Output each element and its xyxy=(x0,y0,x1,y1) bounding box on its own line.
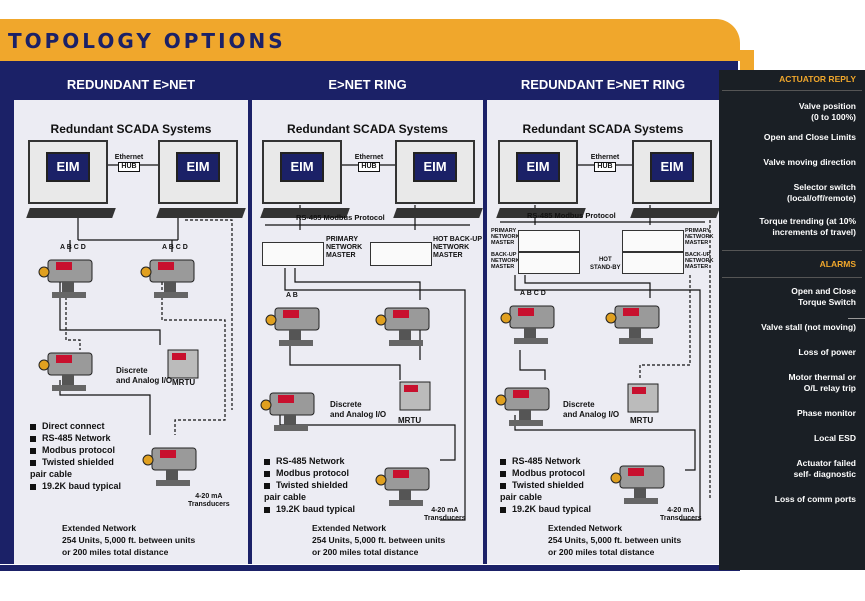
primary-master-label: PRIMARY NETWORK MASTER xyxy=(326,236,363,259)
backup-master-unit xyxy=(622,252,684,274)
transducers-label: 4-20 mA Transducers xyxy=(188,493,230,508)
extended-network: Extended Network 254 Units, 5,000 ft. be… xyxy=(62,523,196,557)
reply-item: Valve position (0 to 100%) xyxy=(798,101,856,122)
column-subtitle: Redundant SCADA Systems xyxy=(287,122,448,136)
scada-workstation: EIM xyxy=(260,140,350,218)
eim-screen: EIM xyxy=(46,152,90,182)
reply-item: Open and Close Limits xyxy=(763,132,856,142)
discrete-io-label: Discrete and Analog I/O xyxy=(563,400,620,419)
primary-master-unit xyxy=(262,242,324,266)
terminal-label: A B C D xyxy=(60,244,86,251)
eim-screen: EIM xyxy=(516,152,560,182)
feature-item: RS-485 Network xyxy=(30,432,150,444)
ethernet-label: Ethernet xyxy=(354,154,384,161)
column-subtitle: Redundant SCADA Systems xyxy=(522,122,684,136)
column-heading: REDUNDANT E>NET xyxy=(14,70,248,100)
column-heading: E>NET RING xyxy=(252,70,483,100)
hub-box: HUB xyxy=(118,162,140,172)
eim-screen: EIM xyxy=(280,152,324,182)
scada-workstation: EIM xyxy=(630,140,720,218)
feature-item: RS-485 Network xyxy=(500,455,620,467)
primary-master-label: PRIMARY NETWORK MASTER xyxy=(491,228,520,246)
feature-item: RS-485 Network xyxy=(264,455,384,467)
eim-screen: EIM xyxy=(176,152,220,182)
reply-item: Torque trending (at 10% increments of tr… xyxy=(759,216,856,237)
ethernet-label: Ethernet xyxy=(114,154,144,161)
backup-master-label: BACK-UP NETWORK MASTER xyxy=(491,252,520,270)
discrete-io-label: Discrete and Analog I/O xyxy=(116,366,173,385)
ethernet-label: Ethernet xyxy=(590,154,620,161)
mrtu-label: MRTU xyxy=(630,416,654,425)
column-subtitle: Redundant SCADA Systems xyxy=(50,122,212,136)
backup-master-label: HOT BACK-UP NETWORK MASTER xyxy=(433,236,482,259)
terminal-label: A B xyxy=(286,292,298,299)
extended-network: Extended Network 254 Units, 5,000 ft. be… xyxy=(548,523,682,557)
feature-item: Modbus protocol xyxy=(500,467,620,479)
title-bar xyxy=(0,19,740,61)
alarm-item: Open and Close Torque Switch xyxy=(791,286,856,307)
alarm-item: Valve stall (not moving) xyxy=(761,322,856,332)
alarm-item: Loss of comm ports xyxy=(774,494,856,504)
section-heading: ALARMS xyxy=(819,259,856,269)
section-heading: ACTUATOR REPLY xyxy=(779,74,856,84)
mrtu-label: MRTU xyxy=(172,378,196,387)
backup-master-label-right: BACK-UP NETWORK MASTER xyxy=(685,252,714,270)
feature-item: Modbus protocol xyxy=(30,444,150,456)
eim-screen: EIM xyxy=(413,152,457,182)
alarm-item: Loss of power xyxy=(798,347,856,357)
feature-item: 19.2K baud typical xyxy=(264,503,384,515)
terminal-label: A B C D xyxy=(162,244,188,251)
primary-master-unit xyxy=(518,230,580,252)
scada-workstation: EIM xyxy=(393,140,483,218)
side-panel xyxy=(719,70,865,570)
column-heading: REDUNDANT E>NET RING xyxy=(487,70,719,100)
reply-item: Valve moving direction xyxy=(763,157,856,167)
alarm-item: Phase monitor xyxy=(796,408,856,418)
extended-network: Extended Network 254 Units, 5,000 ft. be… xyxy=(312,523,446,557)
primary-master-label-right: PRIMARY NETWORK MASTER xyxy=(685,228,714,246)
alarm-item: Actuator failed self- diagnostic xyxy=(793,458,856,479)
pointer-line xyxy=(848,318,865,319)
mrtu-label: MRTU xyxy=(398,416,422,425)
actuator-reply-section: ACTUATOR REPLY Valve position (0 to 100%… xyxy=(722,74,862,505)
hub-box: HUB xyxy=(358,162,380,172)
feature-list: RS-485 Network Modbus protocol Twisted s… xyxy=(500,455,620,515)
primary-master-unit xyxy=(622,230,684,252)
feature-item: 19.2K baud typical xyxy=(500,503,620,515)
hot-standby-label: HOT STAND-BY xyxy=(590,257,621,271)
feature-item: Direct connect xyxy=(30,420,150,432)
transducers-label: 4-20 mA Transducers xyxy=(424,507,466,522)
page-title: TOPOLOGY OPTIONS xyxy=(8,29,286,53)
rs485-label: RS-485 Modbus Protocol xyxy=(527,211,616,220)
eim-screen: EIM xyxy=(650,152,694,182)
terminal-label: A B C D xyxy=(520,290,546,297)
scada-workstation: EIM xyxy=(496,140,586,218)
backup-master-unit xyxy=(518,252,580,274)
feature-item: Twisted shielded pair cable xyxy=(30,457,114,479)
discrete-io-label: Discrete and Analog I/O xyxy=(330,400,387,419)
hub-box: HUB xyxy=(594,162,616,172)
rs485-label: RS-485 Modbus Protocol xyxy=(296,213,385,222)
reply-item: Selector switch (local/off/remote) xyxy=(787,182,856,203)
feature-item: 19.2K baud typical xyxy=(30,480,150,492)
feature-item: Twisted shielded pair cable xyxy=(500,480,584,502)
feature-list: Direct connect RS-485 Network Modbus pro… xyxy=(30,420,150,492)
backup-master-unit xyxy=(370,242,432,266)
scada-workstation: EIM xyxy=(26,140,116,218)
transducers-label: 4-20 mA Transducers xyxy=(660,507,702,522)
alarm-item: Motor thermal or O/L relay trip xyxy=(788,372,856,393)
feature-list: RS-485 Network Modbus protocol Twisted s… xyxy=(264,455,384,515)
alarm-item: Local ESD xyxy=(813,433,856,443)
scada-workstation: EIM xyxy=(156,140,246,218)
feature-item: Twisted shielded pair cable xyxy=(264,480,348,502)
feature-item: Modbus protocol xyxy=(264,467,384,479)
bottom-rule xyxy=(0,565,740,571)
